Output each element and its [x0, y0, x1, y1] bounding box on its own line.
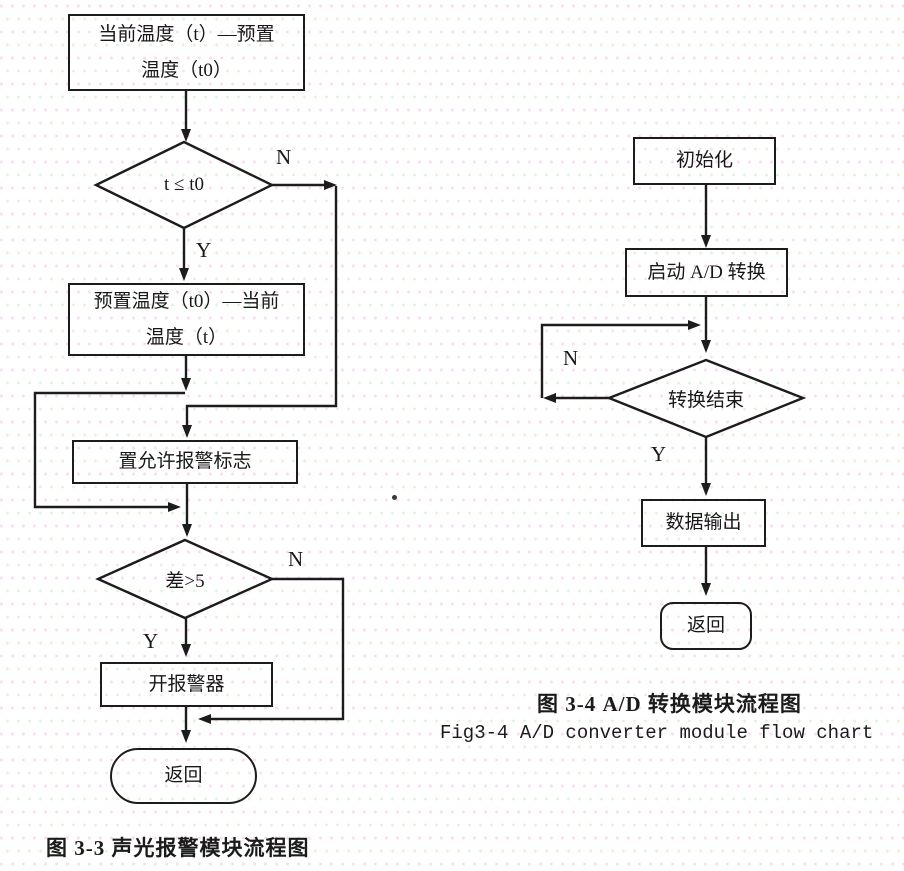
- arrowhead-into-box3-top: [182, 425, 192, 438]
- arrowhead-into-diamondr: [701, 340, 711, 353]
- figure-caption-3-4-en: Fig3-4 A/D converter module flow chart: [440, 722, 874, 744]
- branch-label-done-no: N: [563, 346, 579, 370]
- flow-node-return-left: 返回: [110, 748, 257, 804]
- arrowhead-into-return-left: [181, 730, 191, 743]
- arrowhead-bypass-merge: [168, 502, 181, 512]
- flow-node-init: 初始化: [633, 137, 776, 185]
- edge-left-bypass: [33, 391, 185, 509]
- arrowhead-into-box2: [179, 268, 189, 281]
- arrowhead-junction: [181, 378, 191, 391]
- arrowhead-n-loop-corner: [543, 393, 556, 403]
- branch-label-diff-no: N: [288, 547, 304, 571]
- edge-n-branch-down: [185, 186, 338, 425]
- figure-caption-3-4-cn: 图 3-4 A/D 转换模块流程图: [537, 692, 802, 716]
- arrowhead-into-diamond2: [182, 524, 192, 537]
- flow-decision-conversion-done-label: 转换结束: [667, 389, 744, 411]
- arrowhead-n-corner: [324, 180, 337, 190]
- flow-node-data-output: 数据输出: [641, 499, 766, 547]
- arrowhead-n2-merge: [198, 714, 211, 724]
- branch-label-diff-yes: Y: [143, 629, 159, 653]
- branch-label-t-yes: Y: [196, 238, 212, 262]
- flow-node-set-alarm-flag: 置允许报警标志: [72, 440, 298, 484]
- flow-decision-t-le-t0-label: t ≤ t0: [164, 174, 204, 195]
- arrowhead-into-box4: [181, 644, 191, 657]
- arrowhead-n-loop-merge: [688, 320, 701, 330]
- branch-label-t-no: N: [276, 145, 292, 169]
- edge-diamond2-n: [211, 577, 345, 721]
- edge-n-loop-back: [540, 323, 688, 398]
- arrowhead-into-diamond1: [181, 129, 191, 142]
- arrowhead-into-dataout: [701, 483, 711, 496]
- flow-node-alarm-on: 开报警器: [100, 662, 273, 707]
- branch-label-done-yes: Y: [651, 442, 667, 466]
- arrowhead-into-startad: [701, 235, 711, 248]
- flow-node-calc-preset-minus-current: 预置温度（t0）—当前温度（t）: [68, 283, 305, 356]
- flow-node-start-ad: 启动 A/D 转换: [625, 248, 788, 297]
- figure-caption-3-3: 图 3-3 声光报警模块流程图: [46, 836, 310, 860]
- scan-speck: [392, 495, 397, 500]
- flow-node-return-right: 返回: [660, 602, 752, 650]
- flow-node-calc-current-minus-preset: 当前温度（t）—预置温度（t0）: [68, 14, 305, 91]
- flow-decision-diff-gt-5-label: 差>5: [165, 570, 205, 592]
- arrowhead-into-return-right: [701, 583, 711, 596]
